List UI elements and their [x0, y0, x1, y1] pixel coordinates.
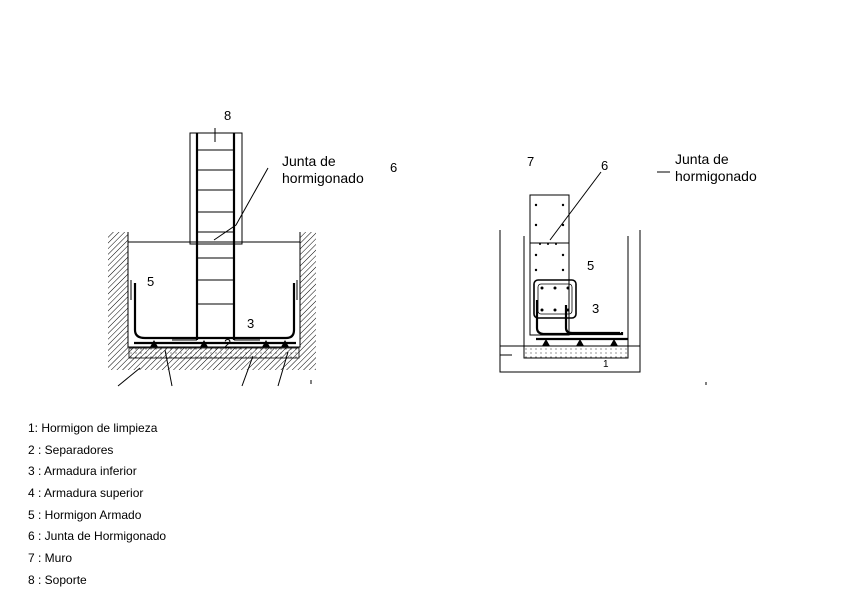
left-footing-detail: 8 Junta de hormigonado 6 5 3 2: [108, 108, 397, 387]
legend-item: 7 : Muro: [28, 551, 73, 566]
wall-bar-dots: [534, 203, 565, 272]
label-junta-line1: Junta de: [282, 153, 336, 169]
label-8: 8: [224, 108, 231, 123]
lean-concrete-left: [128, 347, 300, 359]
bottom-reinforcement-left: [133, 283, 296, 340]
stirrup-cage-right: [533, 279, 577, 319]
label-7: 7: [527, 154, 534, 169]
spacers-left: [150, 340, 289, 347]
label-3: 3: [247, 316, 254, 331]
right-footing-detail: 7 6 Junta de hormigonado 5 3 1: [499, 151, 757, 385]
label-junta-line2: hormigonado: [282, 170, 364, 186]
label-junta-right-line2: hormigonado: [675, 168, 757, 184]
legend-item: 2 : Separadores: [28, 442, 114, 457]
legend-item: 1: Hormigon de limpieza: [28, 421, 158, 435]
legend-item: 8 : Soporte: [28, 572, 87, 587]
label-2: 2: [224, 336, 231, 351]
spacers-right: [542, 339, 618, 346]
label-1-right: 1: [603, 359, 609, 370]
label-6-right: 6: [601, 158, 608, 173]
legend-item: 3 : Armadura inferior: [28, 464, 137, 479]
label-6: 6: [390, 160, 397, 175]
legend-item: 4 : Armadura superior: [28, 486, 144, 501]
label-5: 5: [147, 274, 154, 289]
column-support: [172, 128, 260, 341]
legend-item: 6 : Junta de Hormigonado: [28, 529, 167, 544]
label-5-right: 5: [587, 258, 594, 273]
legend: 1: Hormigon de limpieza 2 : Separadores …: [28, 418, 166, 592]
label-junta-right-line1: Junta de: [675, 151, 729, 167]
lean-concrete-right: [524, 346, 628, 358]
label-3-right: 3: [592, 301, 599, 316]
legend-item: 5 : Hormigon Armado: [28, 507, 142, 522]
